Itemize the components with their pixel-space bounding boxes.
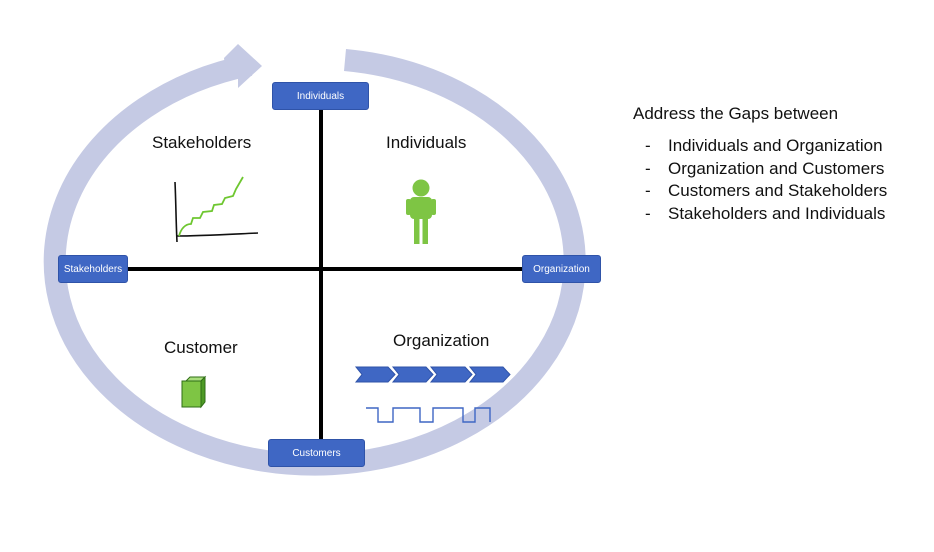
bullet-dash: - [645,203,651,223]
gap-item-label: Individuals and Organization [668,136,883,155]
growth-chart-icon [174,176,259,243]
gap-item-label: Customers and Stakeholders [668,181,888,200]
list-item: -Stakeholders and Individuals [633,203,923,226]
quadrant-label-customer: Customer [164,338,238,357]
list-item: -Customers and Stakeholders [633,180,923,203]
cycle-arrow-ring [43,49,586,476]
list-item: -Individuals and Organization [633,135,923,158]
gaps-title: Address the Gaps between [633,104,839,123]
gaps-list: -Individuals and Organization -Organizat… [633,135,923,225]
square-wave-icon [366,407,491,423]
quadrant-label-individuals: Individuals [386,133,467,152]
gap-item-label: Organization and Customers [668,158,885,178]
cube-icon [181,375,207,409]
bullet-dash: - [645,181,651,200]
node-customers[interactable]: Customers [268,439,365,467]
bullet-dash: - [645,158,651,178]
cycle-arrow-head [224,44,262,88]
gaps-panel: Address the Gaps between -Individuals an… [633,104,923,225]
list-item: -Organization and Customers [633,158,923,181]
quadrant-label-organization: Organization [393,331,490,350]
quadrant-label-stakeholders: Stakeholders [152,133,252,152]
person-icon [406,179,436,244]
node-stakeholders[interactable]: Stakeholders [58,255,128,283]
node-individuals[interactable]: Individuals [272,82,369,110]
node-organization[interactable]: Organization [522,255,601,283]
gap-item-label: Stakeholders and Individuals [668,203,886,223]
process-chevrons-icon [354,366,511,383]
bullet-dash: - [645,136,651,155]
